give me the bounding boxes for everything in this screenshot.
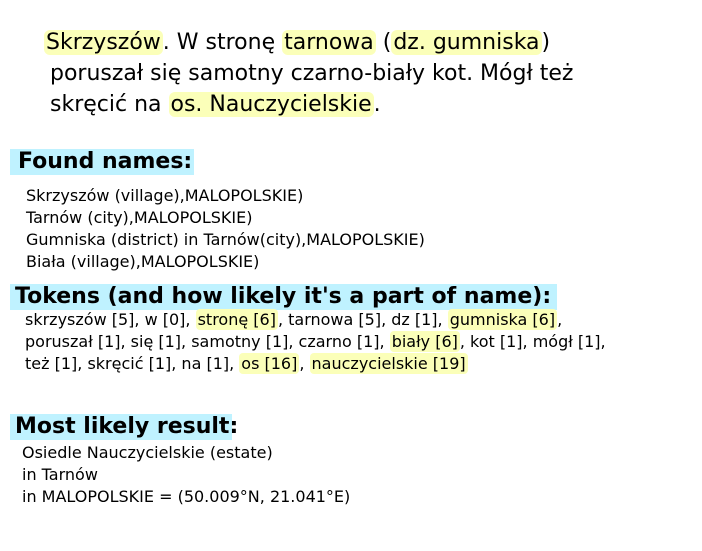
input-sentence: Skrzyszów. W stronę tarnowa (dz. gumnisk… [44, 27, 684, 120]
token-text: też [1], skręcić [1], na [1], [25, 354, 240, 373]
highlighted-token: gumniska [6] [447, 309, 558, 330]
sentence-line-2: poruszał się samotny czarno-biały kot. M… [50, 61, 574, 86]
tokens-list: skrzyszów [5], w [0], stronę [6], tarnow… [25, 309, 606, 375]
token-text: , tarnowa [5], dz [1], [277, 310, 448, 329]
highlighted-token: biały [6] [389, 331, 460, 352]
token-text: poruszał [1], się [1], samotny [1], czar… [25, 332, 390, 351]
highlighted-name: Skrzyszów [44, 30, 163, 55]
found-names-heading: Found names: [10, 149, 194, 175]
highlighted-token: stronę [6] [195, 309, 278, 330]
highlighted-token: os [16] [239, 353, 300, 374]
result-line: Osiedle Nauczycielskie (estate) [22, 443, 273, 462]
highlighted-name: dz. gumniska [391, 30, 542, 55]
token-text: , kot [1], mógł [1], [459, 332, 606, 351]
highlighted-name: os. Nauczycielskie [168, 92, 374, 117]
tokens-line-3: też [1], skręcić [1], na [1], os [16], n… [25, 353, 606, 375]
sentence-text: skręcić na [50, 92, 169, 117]
token-text: , [557, 310, 563, 329]
result-line: in Tarnów [22, 465, 98, 484]
sentence-text: ) [541, 30, 551, 55]
sentence-text: . [373, 92, 381, 117]
sentence-line-3: skręcić na os. Nauczycielskie. [44, 89, 684, 120]
highlighted-name: tarnowa [282, 30, 376, 55]
sentence-text: . W stronę [162, 30, 283, 55]
result-line: in MALOPOLSKIE = (50.009°N, 21.041°E) [22, 487, 351, 506]
tokens-heading: Tokens (and how likely it's a part of na… [10, 284, 558, 310]
token-text: , [299, 354, 310, 373]
sentence-text: ( [375, 30, 392, 55]
result-list: Osiedle Nauczycielskie (estate) in Tarnó… [22, 442, 350, 508]
list-item: Biała (village),MALOPOLSKIE) [26, 252, 260, 271]
found-names-list: Skrzyszów (village),MALOPOLSKIE) Tarnów … [26, 185, 425, 273]
list-item: Skrzyszów (village),MALOPOLSKIE) [26, 186, 304, 205]
highlighted-token: nauczycielskie [19] [309, 353, 468, 374]
token-text: skrzyszów [5], w [0], [25, 310, 196, 329]
sentence-line-1: Skrzyszów. W stronę tarnowa (dz. gumnisk… [44, 27, 684, 58]
result-heading: Most likely result: [10, 414, 238, 440]
list-item: Gumniska (district) in Tarnów(city),MALO… [26, 230, 425, 249]
tokens-line-2: poruszał [1], się [1], samotny [1], czar… [25, 331, 606, 353]
list-item: Tarnów (city),MALOPOLSKIE) [26, 208, 253, 227]
tokens-line-1: skrzyszów [5], w [0], stronę [6], tarnow… [25, 309, 606, 331]
